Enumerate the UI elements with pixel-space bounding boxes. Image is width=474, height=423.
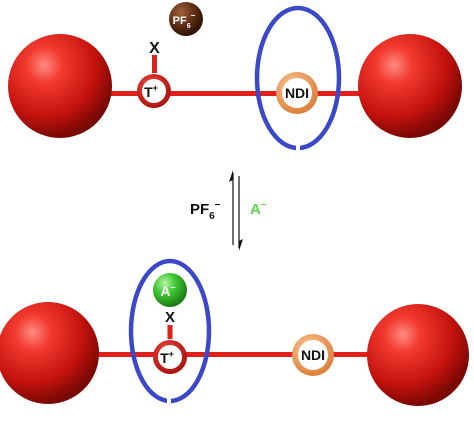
top-substituent-bond bbox=[152, 55, 157, 73]
bottom-rotaxane: A– X T+ NDI bbox=[0, 258, 469, 406]
bottom-triazolium-label: T+ bbox=[160, 349, 174, 366]
top-ndi-label: NDI bbox=[285, 85, 309, 101]
bottom-left-stopper bbox=[0, 302, 99, 404]
bottom-anion-label: A– bbox=[160, 282, 175, 299]
bottom-ndi-label: NDI bbox=[301, 347, 325, 363]
top-pf6-label: PF6− bbox=[173, 11, 196, 30]
bottom-substituent-bond bbox=[167, 325, 173, 339]
top-right-stopper bbox=[358, 34, 462, 138]
reagent-left-label: PF6– bbox=[190, 199, 221, 222]
bottom-anion bbox=[153, 273, 187, 307]
top-axle bbox=[90, 91, 390, 96]
bottom-right-stopper bbox=[367, 304, 469, 406]
equilibrium-arrows: PF6– A– bbox=[190, 170, 267, 251]
top-rotaxane: X T+ PF6− NDI bbox=[8, 2, 462, 151]
top-pf6-counterion bbox=[169, 2, 203, 36]
reagent-right-label: A– bbox=[250, 199, 267, 218]
top-triazolium-label: T+ bbox=[144, 83, 158, 100]
bottom-substituent-label: X bbox=[165, 309, 175, 326]
top-substituent-label: X bbox=[149, 40, 160, 57]
top-left-stopper bbox=[8, 34, 112, 138]
bottom-axle bbox=[90, 352, 390, 357]
